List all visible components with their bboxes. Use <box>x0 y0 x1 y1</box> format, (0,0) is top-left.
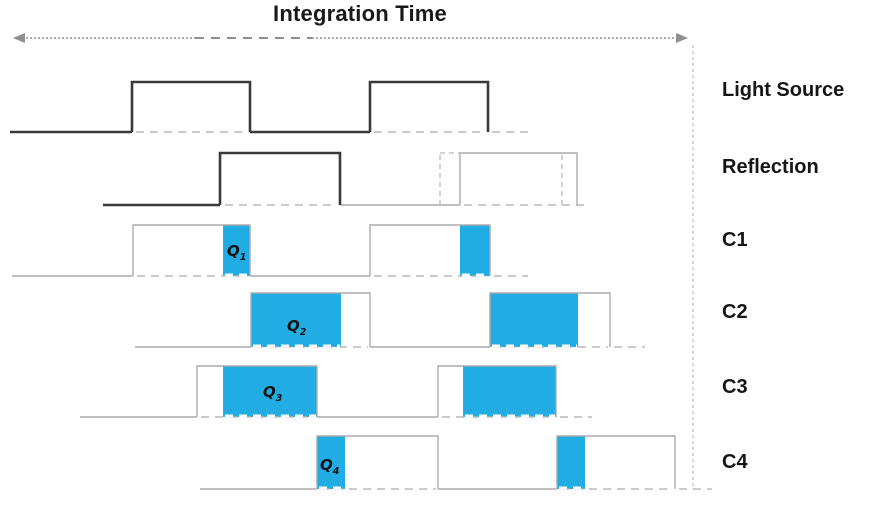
charge-window <box>460 225 490 276</box>
waveform-c1: Q1 <box>12 224 528 277</box>
arrowhead-right-icon <box>676 33 688 43</box>
charge-window <box>223 225 250 276</box>
arrowhead-left-icon <box>13 33 25 43</box>
integration-arrow <box>13 33 688 43</box>
charge-window <box>251 293 341 347</box>
charge-window <box>223 366 317 417</box>
waveform-c3: Q3 <box>80 365 592 418</box>
waveform-c4: Q4 <box>200 435 712 490</box>
diagram-title: Integration Time <box>273 1 447 26</box>
charge-window <box>490 293 578 347</box>
row-label-c2: C2 <box>722 301 748 323</box>
waveform-c2: Q2 <box>135 292 645 348</box>
row-label-c3: C3 <box>722 376 748 398</box>
charge-window <box>463 366 556 417</box>
row-label-reflection: Reflection <box>722 156 819 178</box>
waveform-light-source <box>10 80 530 134</box>
row-label-c4: C4 <box>722 451 748 473</box>
row-label-c1: C1 <box>722 229 748 251</box>
row-label-light-source: Light Source <box>722 79 845 101</box>
waveform-reflection <box>103 151 585 207</box>
charge-window <box>557 436 585 489</box>
charge-window <box>317 436 345 489</box>
